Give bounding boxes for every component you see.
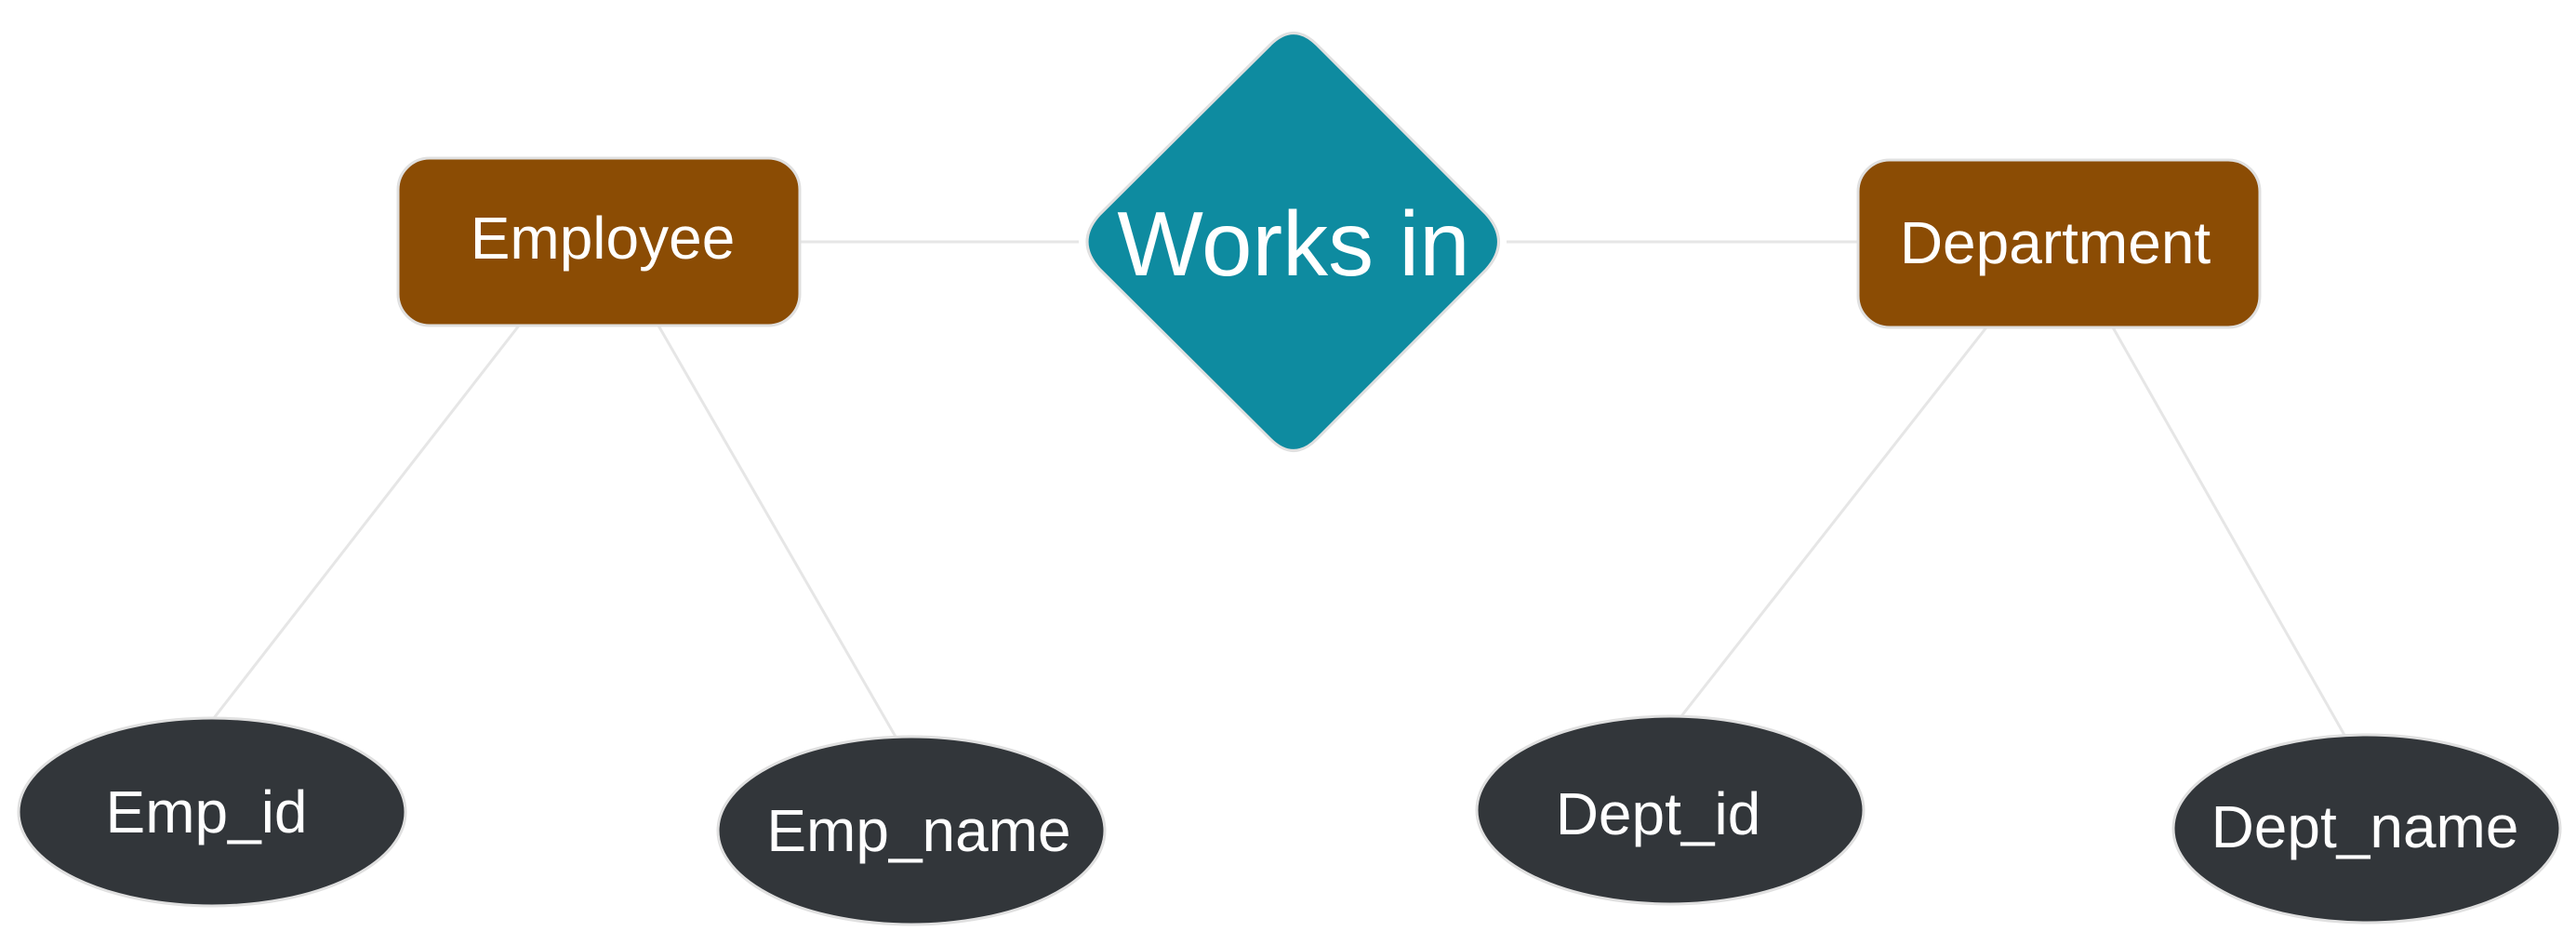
connector-employee-emp-id bbox=[212, 325, 521, 719]
attribute-ellipse bbox=[716, 735, 1107, 926]
attribute-dept-id[interactable]: Dept_id bbox=[1475, 714, 1866, 906]
entity-label-department: Department bbox=[1900, 209, 2211, 276]
entity-department[interactable]: Department bbox=[1856, 158, 2262, 329]
connector-employee-emp-name bbox=[657, 325, 897, 738]
attribute-label-dept-id: Dept_id bbox=[1556, 780, 1761, 847]
attribute-emp-id[interactable]: Emp_id bbox=[17, 716, 407, 908]
entity-label-employee: Employee bbox=[471, 205, 736, 272]
attribute-label-emp-name: Emp_name bbox=[766, 797, 1070, 864]
attribute-dept-name[interactable]: Dept_name bbox=[2171, 733, 2562, 925]
connector-department-dept-name bbox=[2111, 326, 2347, 738]
attribute-ellipse bbox=[1475, 714, 1866, 906]
entity-box bbox=[396, 156, 802, 327]
attribute-ellipse bbox=[17, 716, 407, 908]
connector-department-dept-id bbox=[1680, 326, 1988, 717]
relationship-diamond bbox=[1085, 32, 1500, 452]
attribute-ellipse bbox=[2171, 733, 2562, 925]
attribute-label-emp-id: Emp_id bbox=[106, 779, 308, 845]
attribute-emp-name[interactable]: Emp_name bbox=[716, 735, 1107, 926]
entity-employee[interactable]: Employee bbox=[396, 156, 802, 327]
connectors bbox=[212, 240, 2347, 738]
attribute-label-dept-name: Dept_name bbox=[2211, 793, 2519, 860]
relationship-label: Works in bbox=[1117, 193, 1469, 295]
entity-box bbox=[1856, 158, 2262, 329]
relationship-works-in[interactable]: Works in bbox=[1085, 32, 1500, 452]
